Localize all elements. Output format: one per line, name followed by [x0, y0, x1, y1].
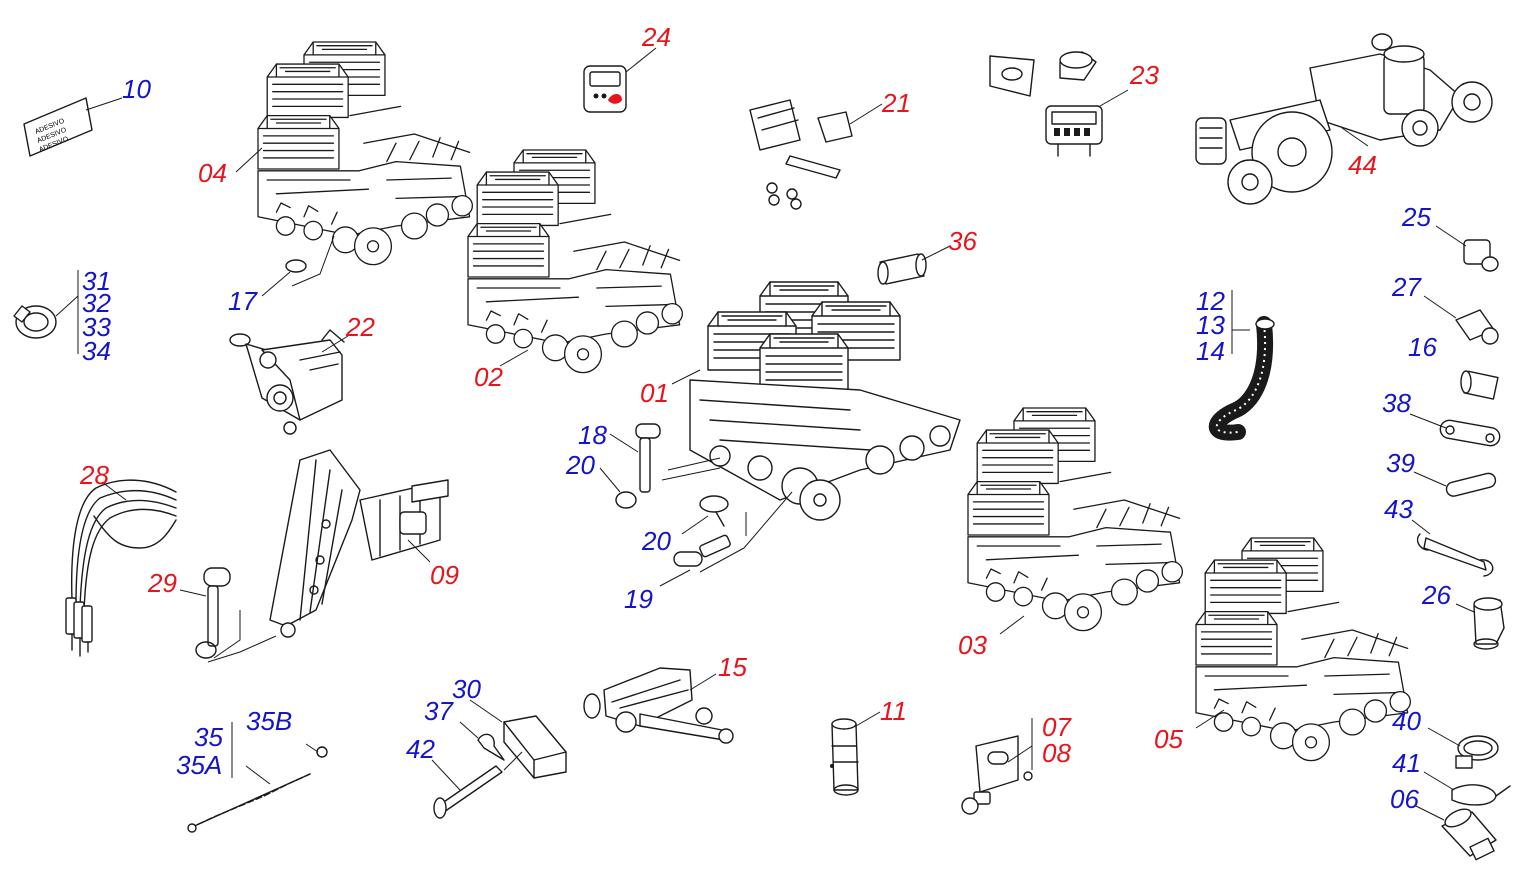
part-02-planter-unit[interactable]	[468, 150, 682, 373]
part-11-tube[interactable]	[830, 711, 881, 796]
label-33[interactable]: 33	[82, 312, 111, 342]
label-39[interactable]: 39	[1386, 448, 1415, 478]
label-15[interactable]: 15	[718, 652, 747, 682]
label-29[interactable]: 29	[148, 568, 177, 598]
part-10-adhesive-sticker[interactable]: ADESIVO ADESIVO ADESIVO	[23, 97, 123, 157]
part-12-14-flexible-hose[interactable]	[1208, 290, 1275, 441]
label-38[interactable]: 38	[1382, 388, 1411, 418]
part-23-control-box[interactable]	[989, 51, 1129, 157]
label-04[interactable]: 04	[198, 158, 227, 188]
part-39-chain-link[interactable]	[1413, 471, 1497, 498]
part-09-frame-toolbar[interactable]	[269, 449, 449, 638]
label-35[interactable]: 35	[194, 722, 223, 752]
part-16-roller[interactable]	[1460, 370, 1499, 400]
label-31[interactable]: 31	[82, 266, 111, 296]
part-44-row-unit[interactable]	[1195, 33, 1493, 205]
part-36-sleeve[interactable]	[877, 245, 951, 285]
part-06-cylinder[interactable]	[1415, 805, 1497, 861]
part-28-hydraulic-hoses[interactable]	[65, 479, 177, 657]
part-22-hitch-assembly[interactable]	[229, 329, 349, 435]
part-21-valve-block[interactable]	[749, 99, 883, 210]
part-26-elbow-fitting[interactable]	[1455, 597, 1505, 650]
label-40[interactable]: 40	[1392, 706, 1421, 736]
label-10[interactable]: 10	[122, 74, 151, 104]
part-30-bracket[interactable]	[469, 699, 567, 779]
part-38-chain-link[interactable]	[1409, 413, 1501, 447]
part-04-planter-unit[interactable]	[235, 42, 472, 265]
label-24[interactable]: 24	[642, 22, 671, 52]
label-19[interactable]: 19	[624, 584, 653, 614]
part-01-planter-unit[interactable]	[671, 281, 961, 521]
label-18[interactable]: 18	[578, 420, 607, 450]
label-07[interactable]: 07	[1042, 712, 1071, 742]
label-41[interactable]: 41	[1392, 748, 1421, 778]
part-35-chain[interactable]	[187, 722, 328, 833]
label-11[interactable]: 11	[880, 696, 907, 726]
part-05-planter-unit[interactable]	[1196, 538, 1410, 761]
part-20-r-clip-b[interactable]	[681, 495, 747, 536]
part-29-lock-pin[interactable]	[179, 567, 277, 663]
part-18-lock-pin[interactable]	[609, 423, 721, 493]
label-12[interactable]: 12	[1196, 286, 1225, 316]
part-43-wrench[interactable]	[1411, 519, 1494, 577]
part-40-hose-clamp[interactable]	[1427, 727, 1499, 769]
label-21[interactable]: 21	[882, 88, 911, 118]
label-37[interactable]: 37	[424, 696, 453, 726]
label-17[interactable]: 17	[228, 286, 257, 316]
part-07-08-bracket[interactable]	[961, 718, 1033, 815]
label-20-a[interactable]: 20	[566, 450, 595, 480]
label-22[interactable]: 22	[346, 312, 375, 342]
label-06[interactable]: 06	[1390, 784, 1419, 814]
label-36[interactable]: 36	[948, 226, 977, 256]
label-28[interactable]: 28	[80, 460, 109, 490]
label-34[interactable]: 34	[82, 336, 111, 366]
label-08[interactable]: 08	[1042, 738, 1071, 768]
part-31-34-hose-clamp[interactable]	[13, 270, 79, 354]
label-05[interactable]: 05	[1154, 724, 1183, 754]
label-32[interactable]: 32	[82, 288, 111, 318]
label-02[interactable]: 02	[474, 362, 503, 392]
label-35B[interactable]: 35B	[246, 706, 293, 736]
label-13[interactable]: 13	[1196, 310, 1225, 340]
label-42[interactable]: 42	[406, 734, 435, 764]
part-15-hydraulic-cylinder[interactable]	[583, 667, 734, 744]
part-20-r-clip-a[interactable]	[599, 467, 637, 509]
part-41-cable-tie[interactable]	[1423, 771, 1511, 806]
label-16[interactable]: 16	[1408, 332, 1437, 362]
label-35A[interactable]: 35A	[176, 750, 223, 780]
part-37-r-clip[interactable]	[459, 721, 505, 761]
label-09[interactable]: 09	[430, 560, 459, 590]
label-25[interactable]: 25	[1402, 202, 1431, 232]
part-27-tee-fitting[interactable]	[1423, 295, 1499, 345]
label-30[interactable]: 30	[452, 674, 481, 704]
part-24-monitor[interactable]	[583, 47, 657, 113]
part-03-planter-unit[interactable]	[968, 408, 1182, 635]
label-01[interactable]: 01	[640, 378, 669, 408]
label-44[interactable]: 44	[1348, 150, 1377, 180]
label-43[interactable]: 43	[1384, 494, 1413, 524]
part-19-lock-pin[interactable]	[659, 491, 793, 587]
part-42-pin[interactable]	[431, 751, 523, 819]
part-25-fitting[interactable]	[1435, 225, 1499, 272]
label-20-b[interactable]: 20	[642, 526, 671, 556]
label-27[interactable]: 27	[1392, 272, 1421, 302]
label-26[interactable]: 26	[1422, 580, 1451, 610]
label-03[interactable]: 03	[958, 630, 987, 660]
part-17-snap-ring[interactable]	[261, 235, 335, 297]
label-23[interactable]: 23	[1130, 60, 1159, 90]
label-14[interactable]: 14	[1196, 336, 1225, 366]
